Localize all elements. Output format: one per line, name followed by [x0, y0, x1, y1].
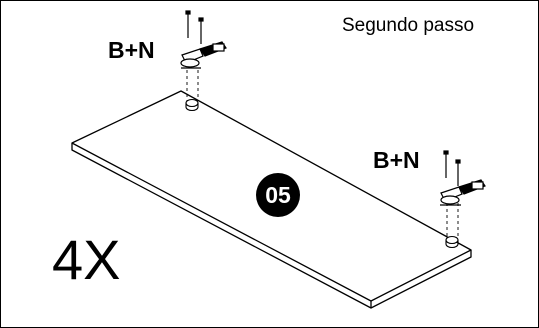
hinge-label-top: B+N [108, 37, 155, 63]
part-number-badge: 05 [256, 173, 300, 217]
guide-lines-right [446, 203, 459, 238]
guide-lines-top [186, 70, 199, 101]
hinge-label-right: B+N [373, 147, 420, 173]
screw-icon [443, 150, 449, 178]
screw-icon [198, 17, 204, 44]
part-badge-circle [256, 173, 300, 217]
quantity-label: 4X [52, 228, 121, 291]
screw-icon [455, 159, 461, 186]
drill-hole-icon [185, 98, 199, 112]
part-number: 05 [265, 182, 291, 208]
hinge-icon [180, 41, 227, 69]
step-label: Segundo passo [342, 15, 474, 36]
screw-icon [185, 10, 191, 38]
drill-hole-icon [445, 235, 459, 249]
hinge-icon [440, 179, 486, 206]
